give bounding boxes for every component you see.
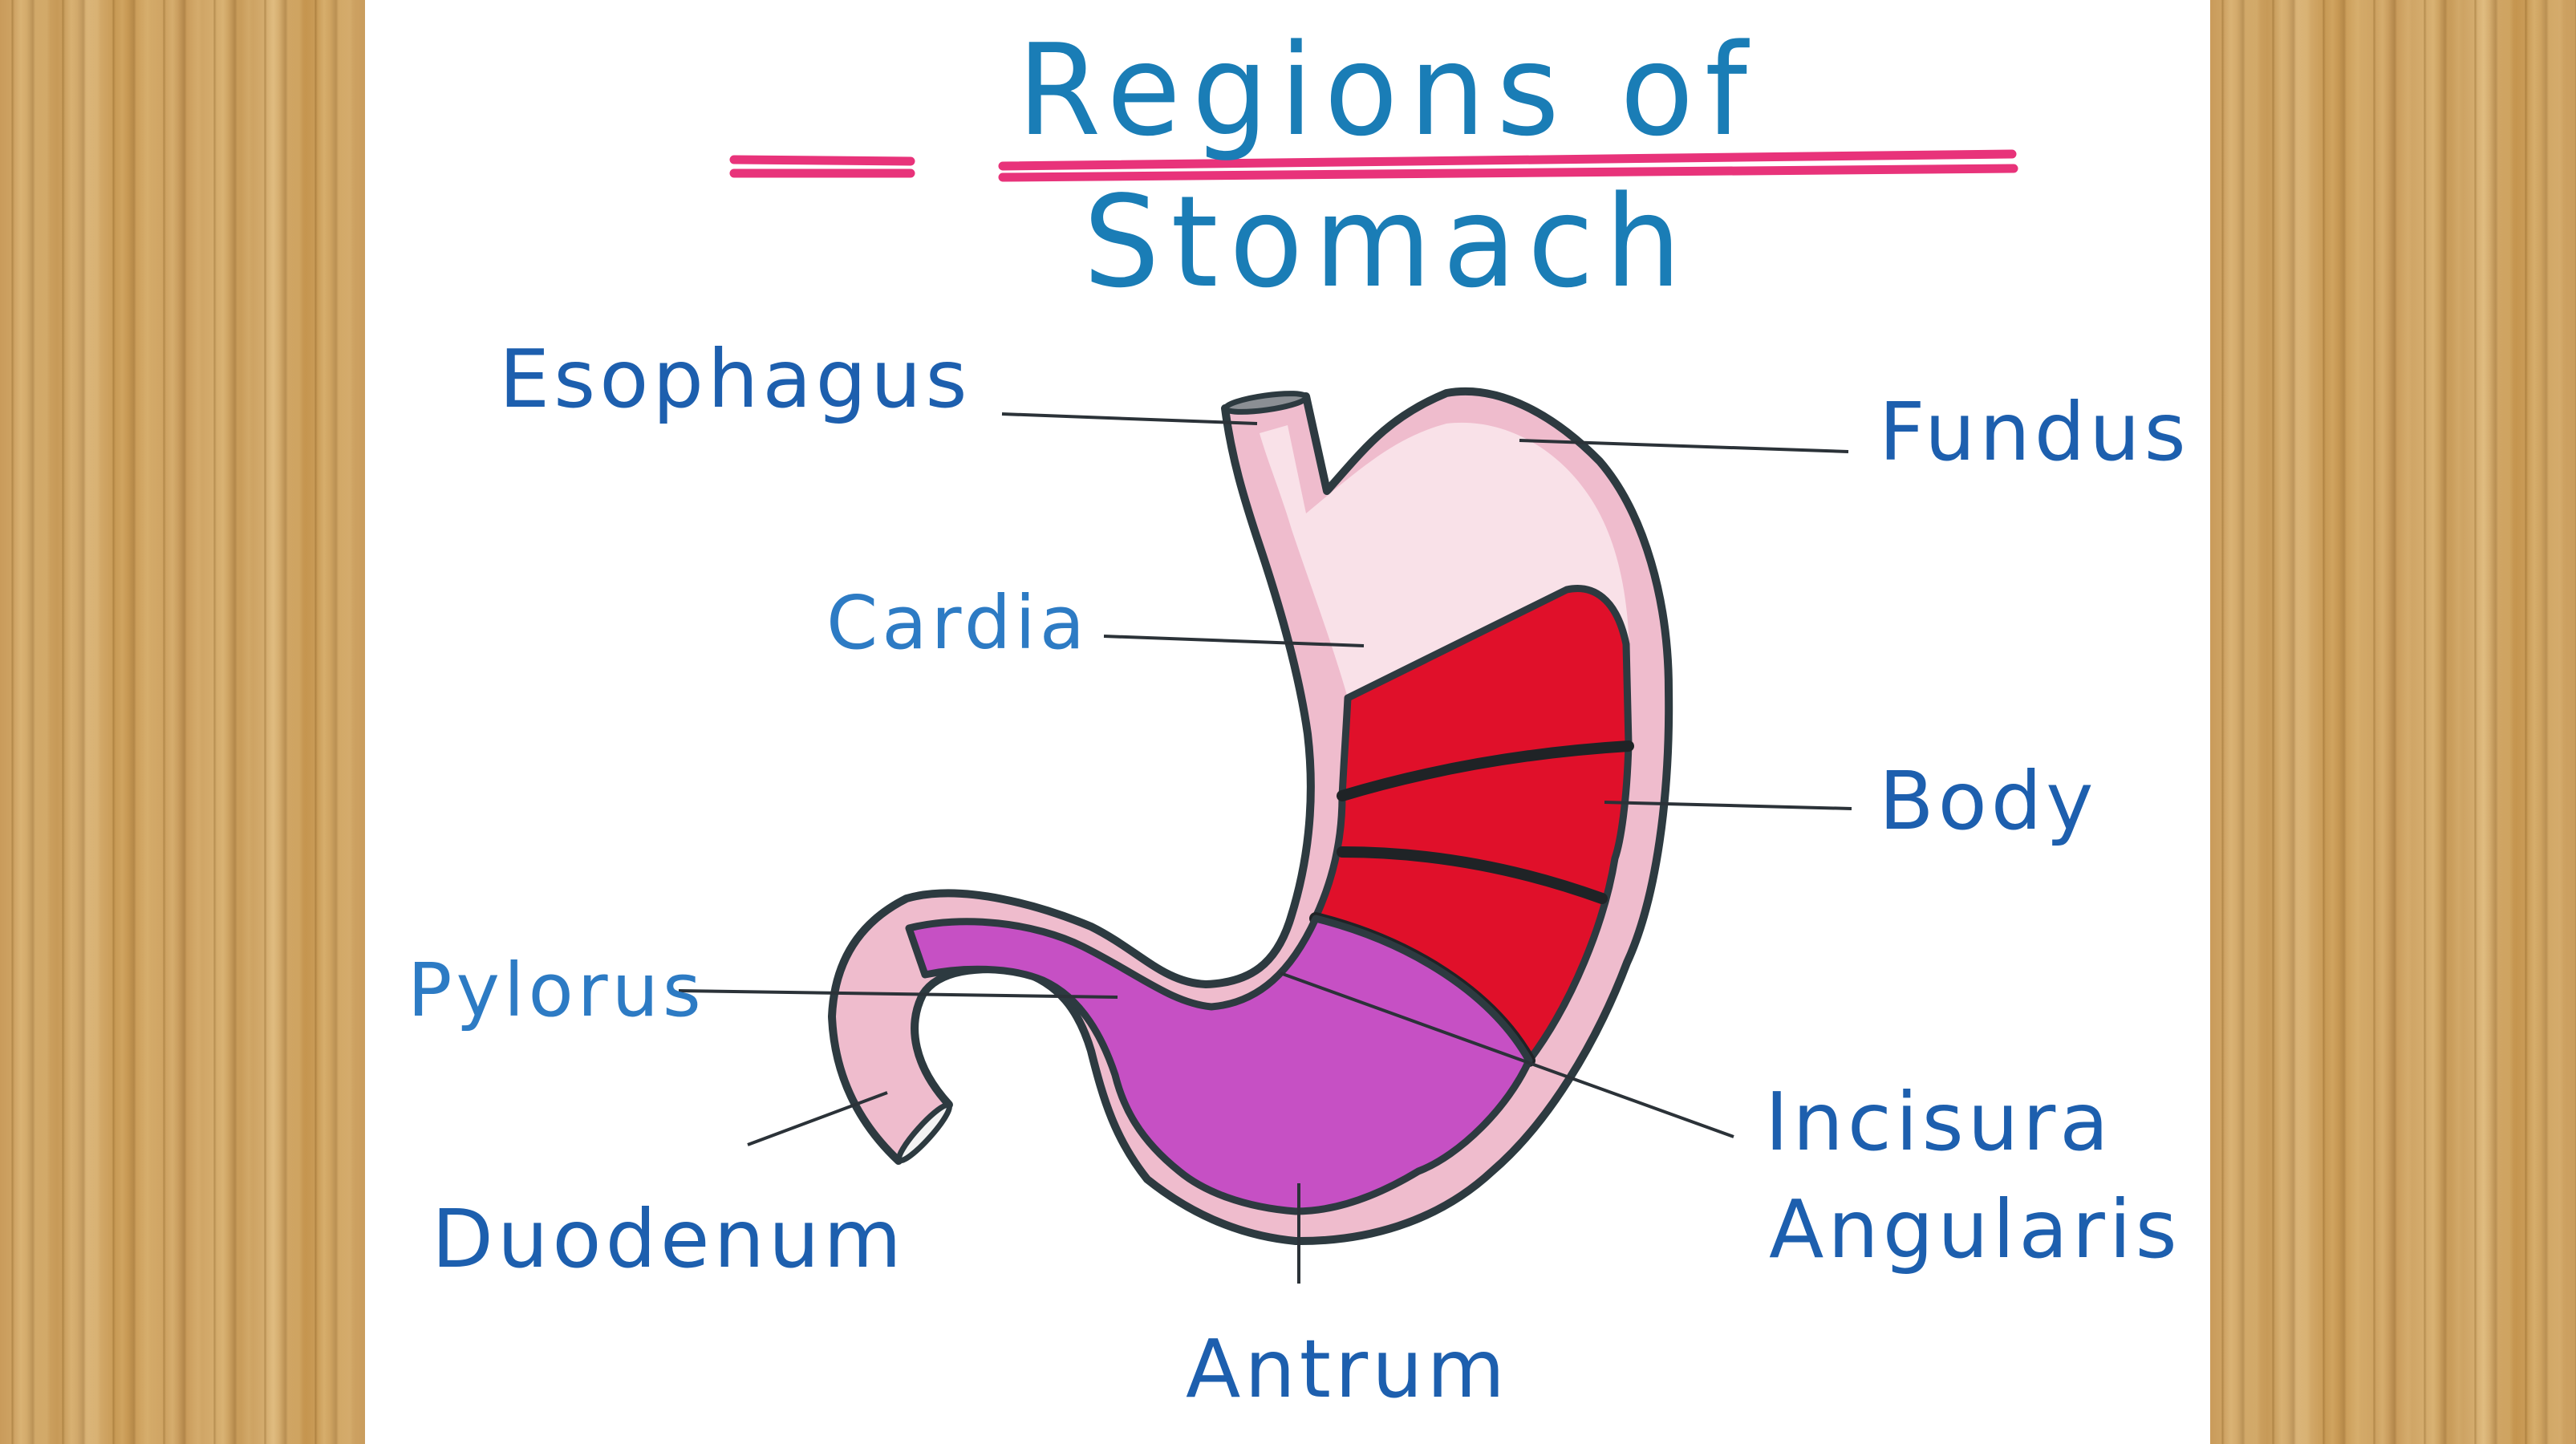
label-fundus: Fundus bbox=[1879, 385, 2190, 479]
wood-background-right bbox=[2210, 0, 2576, 1444]
leader-body bbox=[1604, 801, 1852, 810]
leader-incisura bbox=[1280, 971, 1734, 1138]
page-title: Regions of Stomach bbox=[1017, 18, 1759, 316]
leader-fundus bbox=[1519, 439, 1849, 453]
leader-cardia bbox=[1103, 635, 1365, 647]
wood-background-left bbox=[0, 0, 365, 1444]
leader-lines bbox=[678, 412, 1852, 1284]
leader-esophagus bbox=[1001, 412, 1258, 425]
antrum-region bbox=[905, 915, 1533, 1215]
duodenum-opening bbox=[896, 1101, 952, 1164]
label-angularis: Angularis bbox=[1769, 1182, 2181, 1276]
label-cardia: Cardia bbox=[826, 580, 1089, 666]
leader-duodenum bbox=[747, 1091, 888, 1146]
esophagus-opening bbox=[1222, 391, 1310, 415]
label-antrum: Antrum bbox=[1186, 1322, 1509, 1416]
label-esophagus: Esophagus bbox=[499, 332, 972, 426]
label-duodenum: Duodenum bbox=[432, 1192, 906, 1286]
label-incisura: Incisura bbox=[1765, 1075, 2113, 1169]
label-pylorus: Pylorus bbox=[408, 947, 705, 1033]
leader-pylorus bbox=[678, 989, 1118, 999]
label-body: Body bbox=[1879, 754, 2098, 848]
title-underline bbox=[729, 149, 2018, 182]
